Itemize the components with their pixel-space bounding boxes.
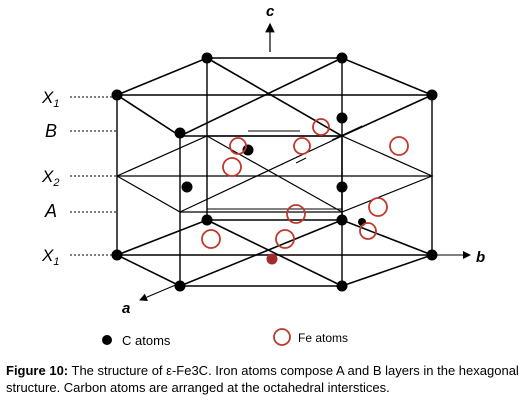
c-atom [201, 214, 213, 226]
red-c-atom [266, 253, 278, 265]
c-atom [426, 249, 438, 261]
vertical-edges [116, 58, 433, 286]
c-atom [111, 89, 123, 101]
c-atom [111, 249, 123, 261]
axis-label-a: a [122, 300, 130, 317]
fe-atom [368, 197, 388, 217]
fe-atoms [201, 118, 409, 249]
figure-caption: Figure 10: The structure of ε-Fe3C. Iron… [6, 362, 526, 396]
fe-atom [229, 137, 247, 155]
c-atom [181, 181, 193, 193]
legend: C atoms Fe atoms [102, 328, 348, 348]
c-atom [336, 214, 348, 226]
legend-c-atom-marker [102, 335, 112, 345]
c-atom [336, 112, 348, 124]
fe-atom [222, 157, 242, 177]
label-a: A [44, 201, 57, 221]
axis-label-c: c [266, 3, 275, 20]
caption-bold: Figure 10: [6, 363, 69, 378]
fe-atom [359, 222, 377, 240]
c-atoms [111, 52, 438, 292]
c-atom [201, 52, 213, 64]
c-atom [426, 89, 438, 101]
fe-atom [286, 204, 306, 224]
fe-atom [312, 118, 330, 136]
c-atom [336, 181, 348, 193]
layer-dashes [70, 96, 117, 256]
a-axis-arrow [139, 283, 179, 301]
c-atom [336, 52, 348, 64]
caption-text: The structure of ε-Fe3C. Iron atoms comp… [6, 363, 519, 395]
c-atom [174, 127, 186, 139]
label-x1-bottom: X1 [41, 246, 59, 268]
c-atom [336, 280, 348, 292]
label-x2: X2 [41, 167, 59, 189]
bottom-hexagon [115, 219, 435, 287]
legend-fe-atom-marker [273, 328, 291, 346]
crystal-diagram: X1 B X2 A X1 c b a [41, 3, 485, 348]
fe-atom [201, 229, 221, 249]
label-x1-top: X1 [41, 88, 59, 110]
inner-lines [207, 125, 363, 210]
fe-atom [275, 229, 295, 249]
fe-atom [293, 137, 311, 155]
legend-c-atoms-label: C atoms [122, 333, 171, 348]
fe-atom [389, 136, 409, 156]
top-hexagon [115, 57, 435, 137]
layer-labels: X1 B X2 A X1 [41, 88, 59, 268]
legend-fe-atoms-label: Fe atoms [298, 331, 348, 345]
label-b: B [45, 121, 57, 141]
c-atom [174, 280, 186, 292]
axis-label-b: b [476, 249, 485, 266]
